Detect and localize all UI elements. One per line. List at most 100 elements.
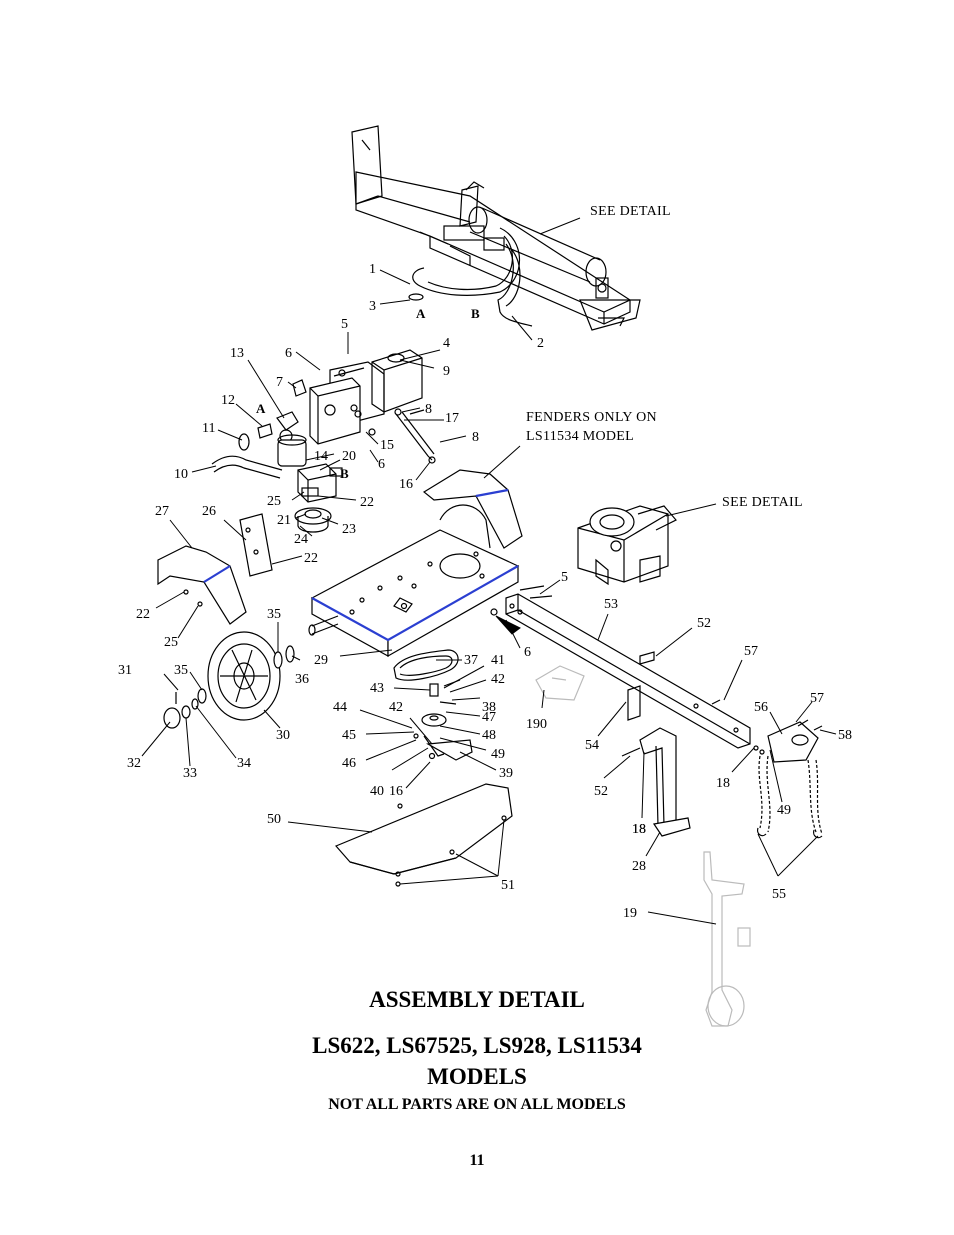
callout: 18 — [716, 776, 730, 791]
callout: 22 — [136, 607, 150, 622]
wheel — [163, 631, 295, 729]
pump-assembly — [294, 463, 343, 533]
belt-idler — [393, 649, 473, 761]
port-letter: B — [471, 306, 480, 321]
see-detail-top: SEE DETAIL — [590, 204, 671, 219]
stand — [621, 727, 691, 837]
models-label: MODELS — [427, 1064, 527, 1089]
callout: 18 — [632, 822, 646, 837]
leader-lines — [141, 217, 837, 925]
callout: 54 — [585, 738, 599, 753]
tank-assembly — [211, 349, 423, 479]
port-letter: B — [340, 466, 349, 481]
callout: 49 — [777, 803, 791, 818]
callout: 16 — [389, 784, 403, 799]
belt-guard — [334, 783, 513, 887]
callout: 36 — [295, 672, 309, 687]
callout: 6 — [378, 457, 385, 472]
callout: 39 — [499, 766, 513, 781]
callout: 51 — [501, 878, 515, 893]
engine — [577, 505, 677, 586]
hitch — [753, 719, 823, 839]
callout: 4 — [443, 336, 450, 351]
callout: 23 — [342, 522, 356, 537]
callout: 58 — [838, 728, 852, 743]
callout: 1 — [369, 262, 376, 277]
callout: 30 — [276, 728, 290, 743]
callout: 21 — [277, 513, 291, 528]
callout: 52 — [594, 784, 608, 799]
callout: 20 — [342, 449, 356, 464]
callout: 22 — [304, 551, 318, 566]
callout: 48 — [482, 728, 496, 743]
callout: 190 — [526, 717, 547, 732]
callout: 42 — [389, 700, 403, 715]
jack-19 — [703, 851, 751, 1027]
port-letter: A — [416, 306, 426, 321]
bracket-190 — [535, 665, 585, 701]
callout: 55 — [772, 887, 786, 902]
callout: 11 — [202, 421, 215, 436]
callout: 13 — [230, 346, 244, 361]
callout: 42 — [491, 672, 505, 687]
callout: 10 — [174, 467, 188, 482]
callout: 46 — [342, 756, 356, 771]
callout: 45 — [342, 728, 356, 743]
tongue — [490, 585, 751, 749]
callout: 26 — [202, 504, 216, 519]
callout: 56 — [754, 700, 768, 715]
callout: 40 — [370, 784, 384, 799]
callout: 6 — [524, 645, 531, 660]
callout: 2 — [537, 336, 544, 351]
callout: 22 — [360, 495, 374, 510]
fender-right — [422, 469, 523, 549]
callout: 38 — [482, 700, 496, 715]
callout: 24 — [294, 532, 308, 547]
callout: 6 — [285, 346, 292, 361]
callout: 53 — [604, 597, 618, 612]
models-line: LS622, LS67525, LS928, LS11534 — [312, 1033, 642, 1058]
fenders-note-line1: FENDERS ONLY ON — [526, 410, 657, 425]
callout: 8 — [425, 402, 432, 417]
callout: 25 — [267, 494, 281, 509]
annotations: SEE DETAIL FENDERS ONLY ON LS11534 MODEL… — [526, 204, 803, 510]
port-letters: A B A B — [256, 306, 480, 481]
callout: 3 — [369, 299, 376, 314]
callout: 57 — [810, 691, 824, 706]
callout: 9 — [443, 364, 450, 379]
callout: 43 — [370, 681, 384, 696]
callout: 14 — [314, 449, 328, 464]
callout: 19 — [623, 906, 637, 921]
callout: 52 — [697, 616, 711, 631]
callout: 16 — [399, 477, 413, 492]
fender-left — [157, 545, 247, 625]
callout: 28 — [632, 859, 646, 874]
callout: 35 — [174, 663, 188, 678]
callout: 27 — [155, 504, 169, 519]
callout: 37 — [464, 653, 478, 668]
callout: 35 — [267, 607, 281, 622]
callout: 29 — [314, 653, 328, 668]
part-callouts: 1 2 3 4 5 5 6 6 6 7 8 8 9 10 11 12 13 14… — [118, 262, 852, 921]
callout: 7 — [276, 375, 283, 390]
parts-note: NOT ALL PARTS ARE ON ALL MODELS — [328, 1096, 626, 1113]
callout: 34 — [237, 756, 251, 771]
callout: 49 — [491, 747, 505, 762]
frame — [239, 513, 520, 658]
callout: 57 — [744, 644, 758, 659]
port-letter: A — [256, 401, 266, 416]
callout: 8 — [472, 430, 479, 445]
beam-assembly — [351, 125, 641, 331]
callout: 15 — [380, 438, 394, 453]
linkage-17 — [394, 408, 436, 464]
see-detail-engine: SEE DETAIL — [722, 495, 803, 510]
callout: 41 — [491, 653, 505, 668]
callout: 5 — [341, 317, 348, 332]
fenders-note-line2: LS11534 MODEL — [526, 429, 634, 444]
callout: 50 — [267, 812, 281, 827]
callout: 33 — [183, 766, 197, 781]
callout: 44 — [333, 700, 347, 715]
callout: 47 — [482, 710, 496, 725]
callout: 32 — [127, 756, 141, 771]
